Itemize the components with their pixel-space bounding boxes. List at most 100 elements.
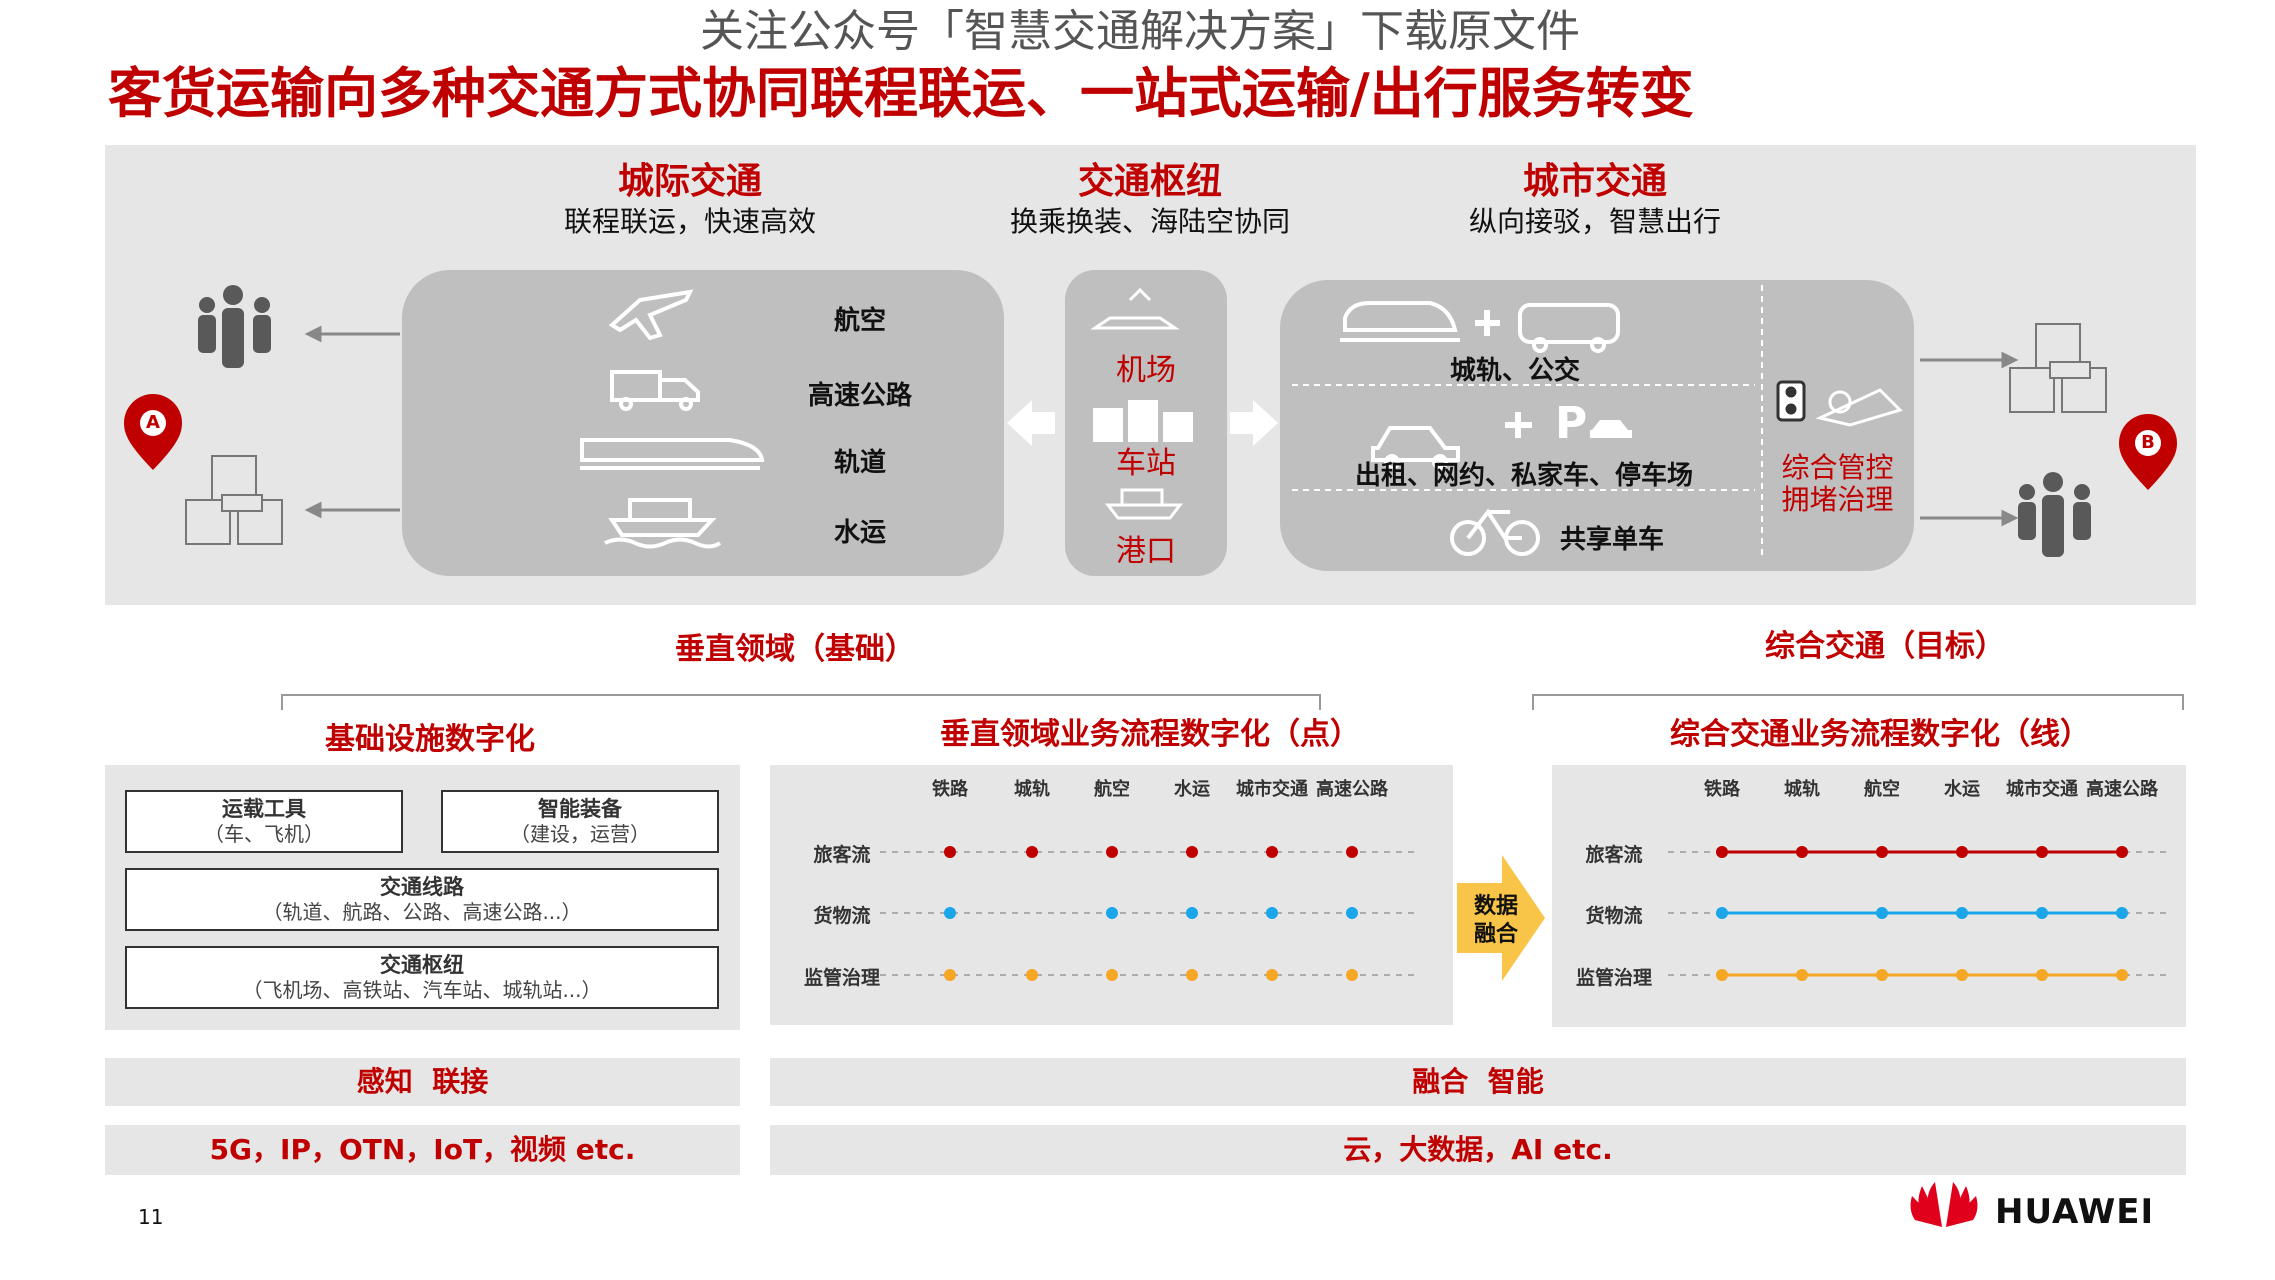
hub-header: 交通枢纽 换乘换装、海陆空协同	[960, 160, 1340, 240]
matrix-line-dot	[1876, 969, 1888, 981]
urban-header: 城市交通 纵向接驳，智慧出行	[1405, 160, 1785, 240]
train-icon	[580, 438, 765, 470]
matrix-line-dot	[2036, 969, 2048, 981]
plus-icon-2	[1505, 412, 1532, 438]
urban-control-2: 拥堵治理	[1781, 483, 1894, 516]
infra-box-routes: 交通线路 （轨道、航路、公路、高速公路...）	[125, 868, 719, 931]
bicycle-icon	[1450, 508, 1540, 556]
urban-metro-bus: 城轨、公交	[1450, 356, 1581, 386]
bar-cloud-tech: 云，大数据，AI etc.	[770, 1125, 2186, 1175]
matrix-point-dot	[1266, 846, 1278, 858]
matrix-line-dot	[1716, 907, 1728, 919]
matrix-line-dot	[1796, 969, 1808, 981]
matrix-point-row-header: 货物流	[813, 905, 871, 927]
traffic-light-icon	[1776, 380, 1806, 422]
panel-line-title: 综合交通业务流程数字化（线）	[1670, 717, 2090, 752]
ship-icon	[604, 498, 722, 549]
matrix-point-col-header: 城市交通	[1236, 779, 1308, 800]
matrix-line-row-header: 货物流	[1585, 905, 1643, 927]
intercity-title: 城际交通	[617, 161, 762, 202]
matrix-point-row-header: 监管治理	[803, 967, 880, 989]
matrix-line-col-header: 航空	[1864, 779, 1900, 800]
matrix-point-dot	[1266, 907, 1278, 919]
matrix-point-dot	[1186, 907, 1198, 919]
matrix-point-dot	[1186, 969, 1198, 981]
matrix-point-dot	[1026, 969, 1038, 981]
matrix-point-dot	[1346, 907, 1358, 919]
mode-air: 航空	[833, 306, 886, 336]
people-icon-left	[198, 285, 271, 368]
matrix-line-dot	[1956, 907, 1968, 919]
plane-icon	[608, 289, 694, 341]
matrix-point-dot	[1106, 969, 1118, 981]
matrix-point-dot	[1106, 846, 1118, 858]
matrix-line-dot	[2116, 969, 2128, 981]
matrix-point-dot	[1346, 969, 1358, 981]
flow-arrows	[304, 325, 2019, 527]
truck-icon	[610, 370, 700, 411]
matrix-line-dot	[2116, 907, 2128, 919]
intercity-subtitle: 联程联运，快速高效	[563, 205, 816, 238]
hub-airport: 机场	[1116, 353, 1176, 388]
marker-a-label: A	[146, 412, 160, 433]
small-car-icon	[1590, 420, 1632, 438]
matrix-line-row-header: 旅客流	[1585, 844, 1643, 866]
matrix-line-col-header: 城市交通	[2006, 779, 2078, 800]
watermark: 关注公众号「智慧交通解决方案」下载原文件	[700, 6, 1580, 57]
data-fusion-label-2: 融合	[1473, 922, 1518, 947]
matrix-point-col-header: 航空	[1094, 779, 1130, 800]
bar-fusion-intelligence: 融合 智能	[770, 1058, 2186, 1106]
matrix-point-col-header: 铁路	[932, 779, 968, 800]
svg-text:P: P	[1555, 398, 1587, 449]
matrix-point-dot	[1346, 846, 1358, 858]
infra-box-equipment-title: 智能装备	[538, 797, 622, 821]
panel-point	[770, 765, 1453, 1025]
panel-line	[1552, 765, 2186, 1027]
page-number: 11	[138, 1205, 164, 1229]
marker-b-label: B	[2141, 432, 2155, 453]
station-icon	[1093, 400, 1193, 442]
urban-title: 城市交通	[1522, 161, 1667, 202]
matrix-point-col-header: 高速公路	[1316, 779, 1388, 800]
intercity-box	[402, 270, 1004, 576]
boxes-icon-left	[185, 455, 283, 545]
matrix-line-dot	[1876, 907, 1888, 919]
data-fusion-label-1: 数据	[1473, 894, 1518, 919]
boxes-icon-right	[2009, 323, 2107, 413]
matrix-line-dot	[1716, 846, 1728, 858]
urban-control-1: 综合管控	[1781, 451, 1894, 484]
matrix-point-dot	[944, 846, 956, 858]
bar-perceive-connect: 感知 联接	[105, 1058, 740, 1106]
matrix-line-dot	[2036, 907, 2048, 919]
airport-icon	[1090, 287, 1180, 330]
hub-station: 车站	[1116, 446, 1176, 481]
matrix-line-col-header: 高速公路	[2086, 779, 2158, 800]
matrix-point-dot	[1186, 846, 1198, 858]
infra-box-vehicles: 运载工具 （车、飞机）	[125, 790, 403, 853]
plus-icon-1	[1475, 310, 1500, 336]
urban-control: 综合管控 拥堵治理	[1765, 452, 1910, 516]
metro-icon	[1340, 301, 1460, 342]
hub-subtitle: 换乘换装、海陆空协同	[1009, 205, 1290, 238]
left-arrow-icon	[1007, 400, 1055, 446]
matrix-point-dot	[1026, 846, 1038, 858]
infra-box-hubs-sub: （飞机场、高铁站、汽车站、城轨站...）	[242, 978, 602, 1003]
page-title: 客货运输向多种交通方式协同联程联运、一站式运输/出行服务转变	[108, 62, 1694, 125]
mode-rail: 轨道	[833, 448, 886, 478]
infra-box-equipment: 智能装备 （建设，运营）	[441, 790, 719, 853]
integrated-heading: 综合交通（目标）	[1765, 629, 2005, 664]
infra-box-hubs-title: 交通枢纽	[380, 953, 464, 977]
intercity-header: 城际交通 联程联运，快速高效	[500, 160, 880, 240]
matrix-line-row-header: 监管治理	[1575, 967, 1652, 989]
infra-box-hubs: 交通枢纽 （飞机场、高铁站、汽车站、城轨站...）	[125, 946, 719, 1009]
matrix-point-col-header: 城轨	[1014, 779, 1050, 800]
hub-port: 港口	[1116, 534, 1176, 569]
bus-icon	[1518, 303, 1620, 353]
infra-box-vehicles-title: 运载工具	[222, 797, 306, 821]
matrix-point-dot	[944, 969, 956, 981]
pin-a-icon	[124, 394, 182, 470]
people-icon-right	[2018, 472, 2091, 557]
